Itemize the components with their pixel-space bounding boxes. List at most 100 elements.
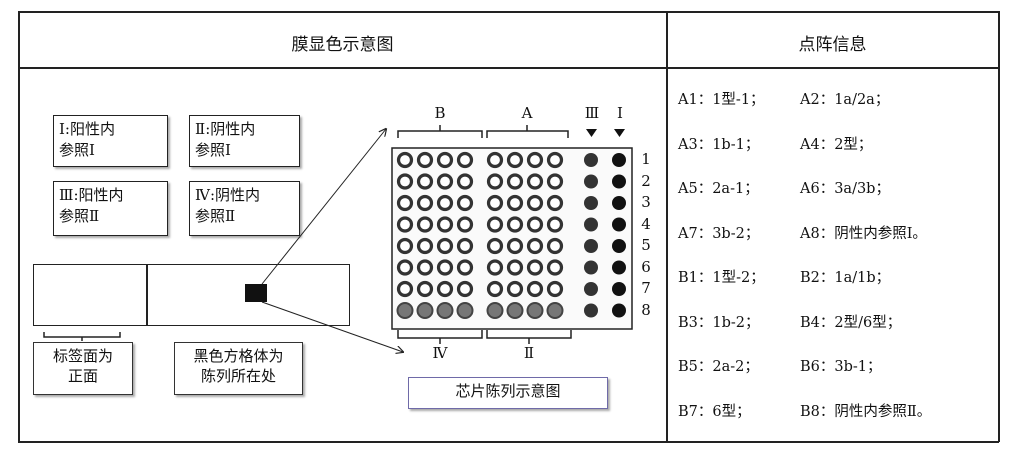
array-dot (584, 174, 598, 189)
arrow-to-chip-top (261, 129, 386, 285)
membrane-strip (33, 264, 350, 326)
caption-label-side: 标签面为 正面 (33, 342, 133, 395)
array-dot (456, 280, 474, 298)
dot-info-item: A1：1型-1； (678, 92, 765, 108)
array-row-label: 2 (641, 171, 651, 190)
legend-box-1: Ⅰ:阳性内 参照Ⅰ (53, 115, 168, 167)
array-dot (456, 151, 474, 169)
dot-grid (396, 151, 626, 319)
array-dot (612, 303, 626, 318)
array-row-label: 3 (641, 193, 651, 211)
caption-label-side-line1: 标签面为 (52, 347, 113, 365)
array-dot (612, 217, 626, 232)
array-dot (436, 194, 454, 212)
array-dot (526, 302, 544, 319)
caption-label-side-line2: 正面 (67, 367, 98, 385)
array-dot (416, 173, 434, 190)
brace-a (486, 125, 569, 138)
array-dot (506, 259, 524, 276)
array-dot (456, 173, 474, 190)
array-dot (416, 216, 434, 233)
array-dot (506, 194, 524, 212)
legend-box-4: Ⅳ:阴性内 参照Ⅱ (189, 181, 300, 236)
legend-box-3: Ⅲ:阳性内 参照Ⅱ (53, 181, 168, 236)
array-dot (486, 280, 504, 298)
brace-iv (397, 330, 483, 344)
table-border-top (18, 11, 999, 13)
array-dot (486, 216, 504, 233)
array-dot (416, 194, 434, 212)
array-dot (506, 173, 524, 190)
array-dot (456, 302, 474, 319)
black-square (245, 284, 267, 302)
array-dot (546, 216, 564, 233)
array-dot (584, 217, 598, 232)
membrane-header: 膜显色示意图 (291, 35, 394, 55)
array-dot (546, 173, 564, 190)
array-dot (396, 280, 414, 298)
array-dot (584, 282, 598, 296)
dot-info-item: A2：1a/2a； (800, 92, 890, 108)
table-border-right (998, 11, 1000, 442)
array-dot (416, 302, 434, 319)
dot-info-item: B5：2a-2； (678, 359, 759, 375)
dot-info-item: B8：阴性内参照Ⅱ。 (800, 403, 932, 420)
legend-box-1-line2: 参照Ⅰ (59, 141, 95, 159)
array-dot (396, 302, 414, 319)
array-dot (546, 194, 564, 212)
array-dot (396, 259, 414, 276)
dot-info-item: A5：2a-1； (678, 181, 759, 197)
array-dot (584, 153, 598, 167)
array-dot (526, 216, 544, 233)
array-dot (456, 216, 474, 233)
legend-box-3-line2: 参照Ⅱ (59, 207, 100, 225)
label-side-brace (43, 332, 121, 341)
array-dot (612, 282, 626, 296)
array-dot (436, 237, 454, 255)
caption-black-square-line2: 陈列所在处 (200, 367, 276, 385)
array-dot (584, 239, 598, 253)
array-dot (486, 302, 504, 319)
array-dot (486, 237, 504, 255)
array-dot (436, 259, 454, 276)
caption-black-square-line1: 黑色方格体为 (193, 347, 284, 365)
array-dot (506, 216, 524, 233)
array-row-label: 5 (641, 236, 651, 254)
array-dot (526, 194, 544, 212)
legend-box-2-line2: 参照Ⅰ (195, 141, 231, 159)
legend-box-2: Ⅱ:阴性内 参照Ⅰ (189, 115, 300, 167)
array-row-label: 1 (641, 150, 651, 168)
array-dot (546, 237, 564, 255)
array-row-label: 8 (641, 300, 651, 319)
caption-black-square: 黑色方格体为 陈列所在处 (174, 342, 303, 395)
array-dot (396, 173, 414, 190)
dot-info-item: B3：1b-2； (678, 314, 760, 331)
dot-info-item: B4：2型/6型； (800, 314, 902, 331)
array-label-iv: Ⅳ (432, 344, 448, 362)
array-dot (506, 237, 524, 255)
array-dot (526, 173, 544, 190)
array-row-label: 7 (641, 279, 651, 297)
dot-info-item: A7：3b-2； (678, 225, 760, 242)
array-dot (506, 280, 524, 298)
array-label-b: B (434, 104, 446, 122)
array-dot (486, 173, 504, 190)
dot-info-item: A4：2型； (800, 136, 873, 153)
array-dot (436, 173, 454, 190)
array-label-iii: Ⅲ (584, 104, 600, 122)
array-dot (416, 259, 434, 276)
legend-box-2-line1: Ⅱ:阴性内 (195, 120, 256, 138)
array-dot (456, 259, 474, 276)
array-dot (416, 280, 434, 298)
array-dot (584, 196, 598, 210)
array-dot (546, 280, 564, 298)
array-row-label: 4 (641, 214, 651, 233)
dot-info-item: B7：6型； (678, 403, 751, 420)
legend-box-4-line1: Ⅳ:阴性内 (195, 186, 261, 204)
legend-box-3-line1: Ⅲ:阳性内 (59, 186, 124, 204)
array-dot (456, 237, 474, 255)
header-divider (18, 67, 999, 69)
array-dot (546, 151, 564, 169)
strip-divider (146, 264, 148, 326)
